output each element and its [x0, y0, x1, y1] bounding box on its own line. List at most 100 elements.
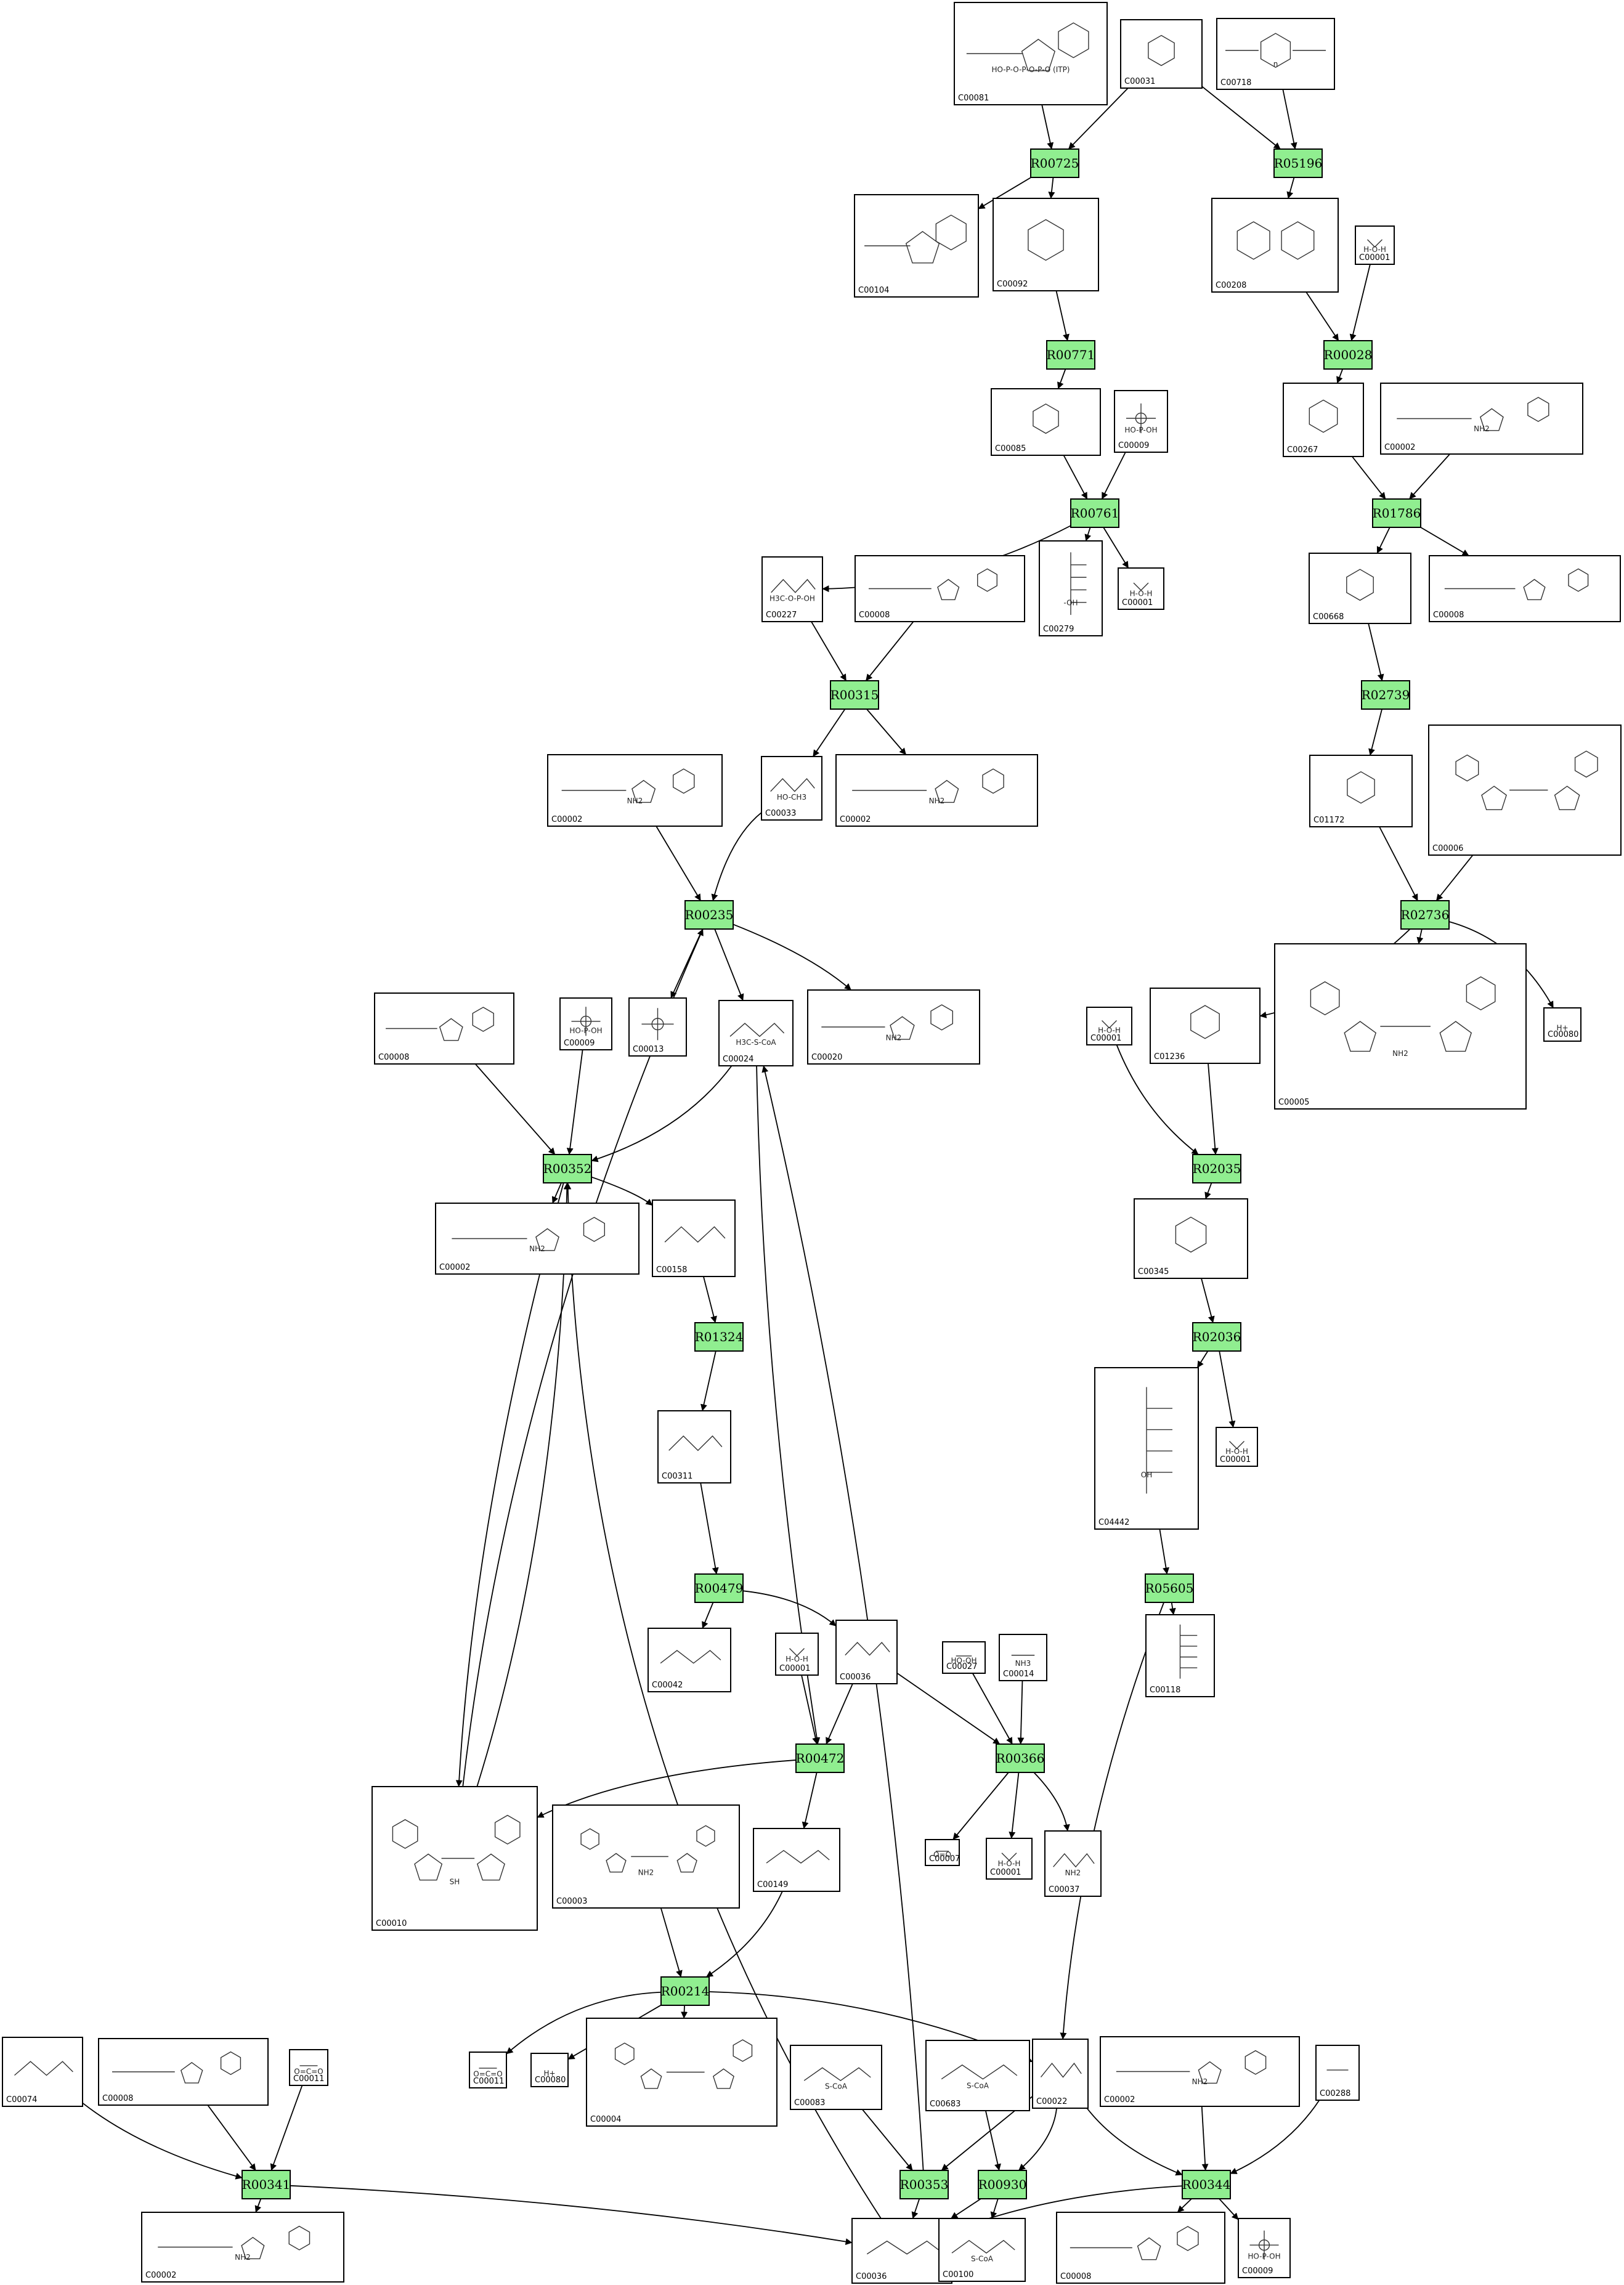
compound-C00004[interactable]: C00004 [586, 2018, 777, 2127]
structure-label: H-O-H [998, 1859, 1021, 1868]
reaction-R00352[interactable]: R00352 [543, 1154, 592, 1183]
reaction-R00479[interactable]: R00479 [694, 1573, 744, 1603]
compound-C00267[interactable]: C00267 [1283, 383, 1364, 457]
compound-C00006[interactable]: C00006 [1428, 724, 1622, 856]
ring-shape [937, 578, 960, 601]
reaction-R00472[interactable]: R00472 [795, 1743, 845, 1773]
reaction-R05605[interactable]: R05605 [1145, 1573, 1194, 1603]
reaction-R02739[interactable]: R02739 [1361, 680, 1410, 710]
compound-C00008[interactable]: C00008 [1056, 2212, 1225, 2284]
reaction-label: R01324 [695, 1329, 744, 1344]
ring-shape [1527, 397, 1549, 422]
compound-C00208[interactable]: C00208 [1211, 198, 1339, 293]
compound-C00080[interactable]: H+C00080 [1543, 1007, 1581, 1042]
ring-shape [241, 2236, 265, 2260]
reaction-R02035[interactable]: R02035 [1192, 1154, 1241, 1183]
ring-shape [1466, 976, 1496, 1011]
compound-C00013[interactable]: C00013 [628, 997, 687, 1057]
compound-C00022[interactable]: C00022 [1032, 2039, 1089, 2109]
compound-C00080[interactable]: H+C00080 [530, 2053, 569, 2087]
compound-C00074[interactable]: C00074 [2, 2037, 83, 2107]
compound-id-label: C00004 [590, 2115, 621, 2124]
reaction-R00366[interactable]: R00366 [996, 1743, 1045, 1773]
reaction-R00725[interactable]: R00725 [1030, 148, 1079, 178]
reaction-R00344[interactable]: R00344 [1182, 2170, 1231, 2199]
compound-C00008[interactable]: C00008 [855, 555, 1025, 622]
compound-C00042[interactable]: C00042 [648, 1628, 731, 1692]
reaction-R02736[interactable]: R02736 [1400, 900, 1450, 930]
compound-C00081[interactable]: HO-P-O-P-O-P-O (ITP)C00081 [954, 2, 1108, 105]
compound-C00092[interactable]: C00092 [993, 198, 1099, 291]
compound-C00288[interactable]: C00288 [1315, 2045, 1360, 2101]
compound-C00036[interactable]: C00036 [851, 2218, 952, 2284]
reaction-R00028[interactable]: R00028 [1323, 340, 1373, 370]
compound-C01236[interactable]: C01236 [1150, 988, 1261, 1064]
compound-C00158[interactable]: C00158 [652, 1199, 736, 1277]
ring-shape [672, 768, 695, 794]
compound-C00031[interactable]: C00031 [1120, 19, 1203, 89]
compound-C00008[interactable]: C00008 [98, 2038, 269, 2106]
reaction-R00353[interactable]: R00353 [899, 2170, 949, 2199]
reaction-R02036[interactable]: R02036 [1192, 1322, 1241, 1352]
compound-C00085[interactable]: C00085 [991, 388, 1101, 456]
edge-C00033-to-R00235 [711, 812, 762, 901]
compound-C00668[interactable]: C00668 [1309, 553, 1411, 624]
edge-R01786-to-C00008b [1420, 527, 1469, 556]
reaction-R00761[interactable]: R00761 [1070, 498, 1119, 528]
reaction-R01324[interactable]: R01324 [694, 1322, 744, 1352]
reaction-R00930[interactable]: R00930 [978, 2170, 1027, 2199]
reaction-R00341[interactable]: R00341 [242, 2170, 291, 2199]
compound-C00149[interactable]: C00149 [753, 1828, 840, 1892]
compound-C00104[interactable]: C00104 [854, 194, 979, 298]
compound-C01172[interactable]: C01172 [1309, 755, 1413, 827]
compound-C00345[interactable]: C00345 [1134, 1198, 1248, 1279]
reaction-label: R02739 [1362, 688, 1410, 702]
reaction-R05196[interactable]: R05196 [1273, 148, 1323, 178]
compound-C00008[interactable]: C00008 [374, 992, 514, 1065]
reaction-R00315[interactable]: R00315 [830, 680, 879, 710]
reaction-R00235[interactable]: R00235 [684, 900, 734, 930]
compound-C00311[interactable]: C00311 [657, 1410, 731, 1483]
reaction-R00214[interactable]: R00214 [660, 1976, 710, 2006]
compound-C00118[interactable]: C00118 [1145, 1614, 1215, 1697]
compound-C00008[interactable]: C00008 [1429, 555, 1621, 622]
reaction-R01786[interactable]: R01786 [1372, 498, 1421, 528]
compound-C00036[interactable]: C00036 [835, 1620, 898, 1684]
molecule-skeleton [1053, 1853, 1095, 1868]
reaction-R00771[interactable]: R00771 [1046, 340, 1095, 370]
